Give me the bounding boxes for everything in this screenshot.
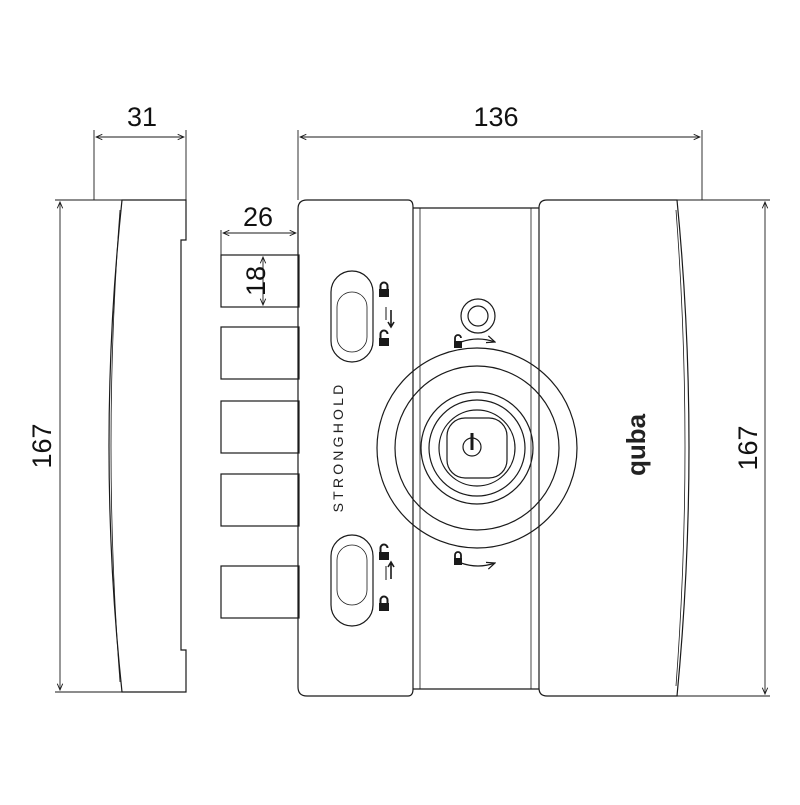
dim-bolt-length: 26 (243, 202, 273, 232)
brand-label: STRONGHOLD (330, 382, 346, 513)
bolt-2 (220, 326, 300, 380)
padlock-icon (379, 329, 389, 346)
left-plate (297, 199, 414, 697)
bolts (220, 254, 300, 619)
dim-side-width: 31 (127, 102, 157, 132)
dim-bolt-height: 18 (241, 266, 271, 296)
padlock-icon (379, 543, 389, 560)
bolt-1 (220, 254, 300, 308)
upper-rotate-arrow (460, 339, 495, 342)
bolt-4 (220, 473, 300, 527)
arrow-icons (385, 307, 395, 580)
padlock-icon (454, 334, 462, 348)
dim-height-right: 167 (733, 425, 763, 470)
lower-rotate-arrow (460, 563, 495, 566)
padlock-icons (379, 281, 462, 611)
lower-slot (330, 534, 374, 627)
bolt-3 (220, 400, 300, 454)
upper-slot (330, 270, 374, 363)
bolt-5 (220, 565, 300, 619)
padlock-icon (379, 281, 389, 297)
cylinder-outer-ring (376, 347, 578, 549)
dimension-lines (55, 130, 770, 697)
arrow-icon (387, 310, 395, 329)
front-view (297, 199, 690, 697)
logo-label: quba (621, 413, 651, 476)
key-core (446, 417, 508, 479)
arrow-icon (387, 560, 395, 579)
padlock-icon (379, 595, 389, 611)
padlock-icon (454, 551, 462, 565)
side-view (108, 199, 187, 693)
indicator-ring (460, 298, 496, 334)
dim-height-left: 167 (27, 423, 57, 468)
right-cover (538, 199, 690, 697)
dim-total-width: 136 (473, 102, 518, 132)
